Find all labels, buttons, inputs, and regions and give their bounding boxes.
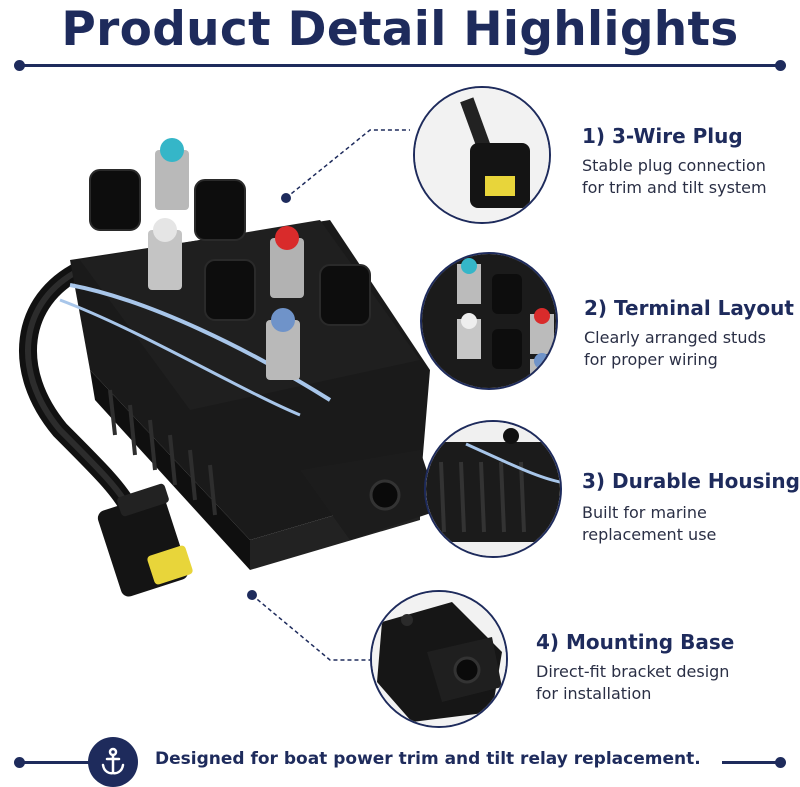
feature-3-desc-line-1: Built for marine [582,503,707,522]
feature-1-title: 1) 3-Wire Plug [582,124,743,148]
feature-4-title: 4) Mounting Base [536,630,735,654]
footer-divider-dot-right [775,757,786,768]
product-image [19,138,440,597]
feature-3-desc-line-2: replacement use [582,525,717,544]
terminal-studs [148,138,304,380]
title-divider [18,64,782,67]
title-divider-dot-right [775,60,786,71]
feature-1-desc-line-2: for trim and tilt system [582,178,767,197]
feature-3-detail-image [424,420,562,558]
page-title: Product Detail Highlights [61,2,739,57]
feature-2-title: 2) Terminal Layout [584,296,794,320]
anchor-icon [88,737,138,787]
title-divider-dot-left [14,60,25,71]
footer-divider-dot-left [14,757,25,768]
feature-1-detail-image [413,86,551,224]
feature-1-desc-line-1: Stable plug connection [582,156,766,175]
footer-divider-left [18,761,90,764]
feature-4-detail-image [370,590,508,728]
footer-text: Designed for boat power trim and tilt re… [155,749,701,769]
feature-4-desc-line-2: for installation [536,684,652,703]
plug-connector [97,483,193,597]
feature-2-detail-image [420,252,558,390]
feature-4-desc-line-1: Direct-fit bracket design [536,662,730,681]
feature-3-title: 3) Durable Housing [582,469,800,493]
feature-2-desc-line-2: for proper wiring [584,350,718,369]
footer-divider-right [722,761,782,764]
feature-2-desc-line-1: Clearly arranged studs [584,328,766,347]
